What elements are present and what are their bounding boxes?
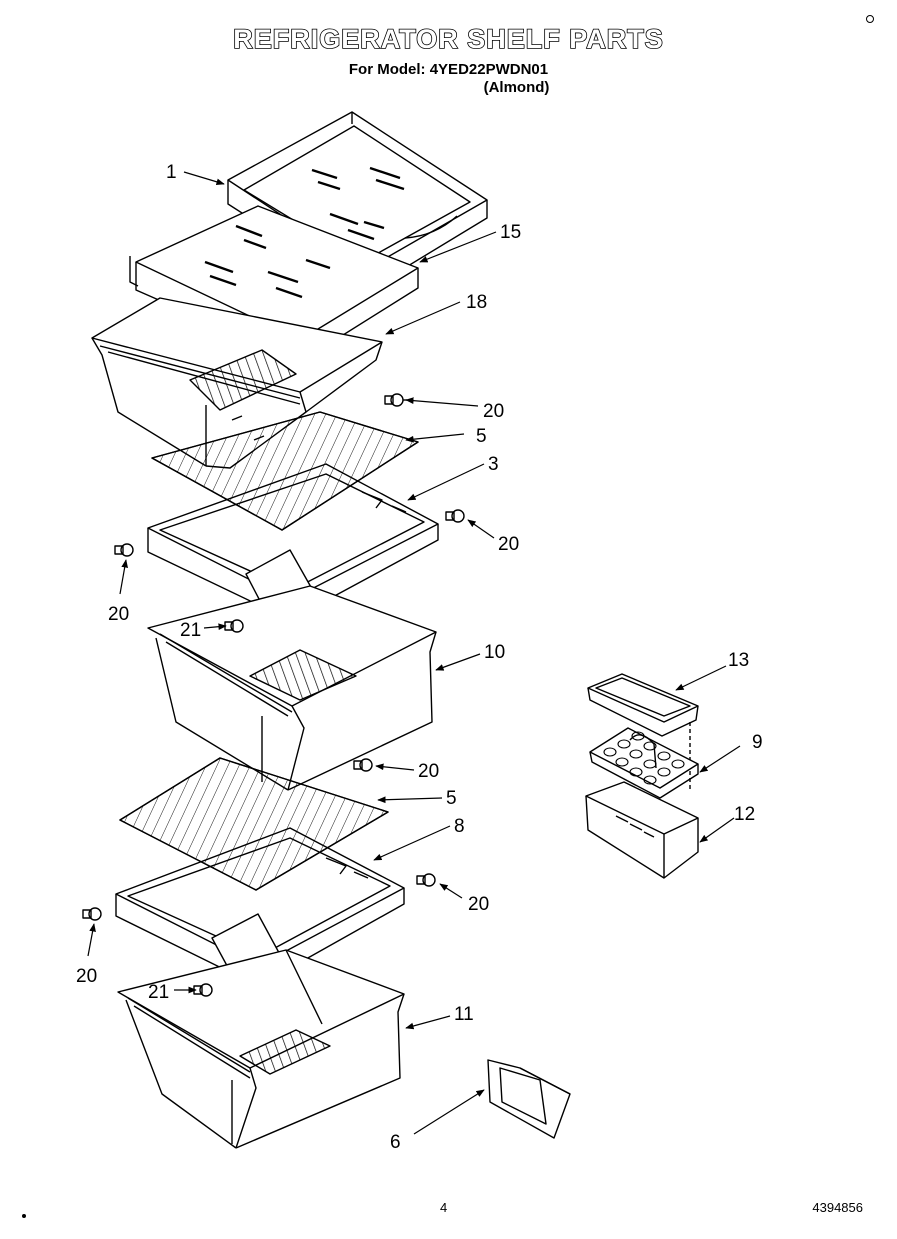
callout-21b: 21 <box>148 982 169 1003</box>
callout-20c: 20 <box>108 604 129 625</box>
pan-10 <box>147 585 437 791</box>
page-title: REFRIGERATOR SHELF PARTS <box>232 23 664 55</box>
callout-1: 1 <box>166 162 177 183</box>
callout-6: 6 <box>390 1132 401 1153</box>
callout-15: 15 <box>500 222 521 243</box>
shelf-insert-5b <box>119 757 389 891</box>
callout-9: 9 <box>752 732 763 753</box>
callout-3: 3 <box>488 454 499 475</box>
leader-lines <box>87 171 741 1135</box>
bin-12 <box>585 781 699 879</box>
callout-12: 12 <box>734 804 755 825</box>
document-number: 4394856 <box>812 1200 863 1215</box>
callout-5a: 5 <box>476 426 487 447</box>
callout-20f: 20 <box>76 966 97 987</box>
callout-8: 8 <box>454 816 465 837</box>
bracket-6 <box>487 1059 571 1139</box>
callout-20e: 20 <box>468 894 489 915</box>
color-subtitle: (Almond) <box>483 79 550 96</box>
callout-18: 18 <box>466 292 487 313</box>
callout-13: 13 <box>728 650 749 671</box>
callout-20b: 20 <box>498 534 519 555</box>
callout-21a: 21 <box>180 620 201 641</box>
callout-5b: 5 <box>446 788 457 809</box>
glass-shelf-15 <box>129 205 419 363</box>
callout-20d: 20 <box>418 761 439 782</box>
page-number: 4 <box>440 1200 448 1215</box>
callout-10: 10 <box>484 642 505 663</box>
screw-parts <box>82 393 465 997</box>
corner-dot <box>22 1214 26 1218</box>
callout-labels: 1 15 18 20 5 3 20 20 21 10 20 5 8 20 20 … <box>76 162 763 1153</box>
egg-tray-9 <box>589 727 699 799</box>
corner-mark <box>866 15 874 23</box>
callout-20a: 20 <box>483 401 504 422</box>
shelf-insert-5a <box>151 411 419 531</box>
callout-11: 11 <box>454 1004 474 1025</box>
pan-11 <box>117 949 405 1149</box>
model-subtitle: For Model: 4YED22PWDN01 <box>348 61 549 78</box>
